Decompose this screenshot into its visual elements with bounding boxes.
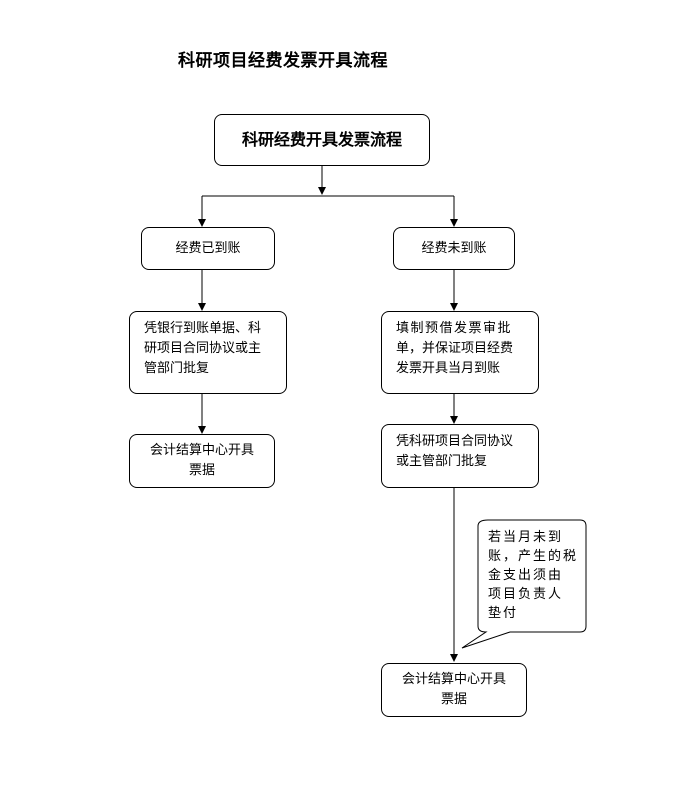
node-funds-not-arrived-label: 经费未到账 (421, 240, 487, 256)
node-funds-arrived: 经费已到账 (141, 227, 275, 270)
node-left-invoice-line: 票据 (188, 463, 215, 478)
node-right-approval-form-line: 单，并保证项目经费 (396, 341, 514, 356)
callout-note-line: 垫付 (488, 606, 519, 621)
node-left-invoice: 会计结算中心开具 票据 (129, 434, 275, 488)
node-right-documents-line: 或主管部门批复 (396, 454, 488, 469)
node-right-approval-form-line: 发票开具当月到账 (396, 361, 501, 376)
node-funds-arrived-label: 经费已到账 (175, 240, 241, 256)
node-right-invoice-line: 会计结算中心开具 (401, 672, 506, 687)
node-right-invoice-line: 票据 (440, 692, 467, 707)
node-left-documents-line: 研项目合同协议或主 (144, 341, 262, 356)
node-left-invoice-line: 会计结算中心开具 (149, 443, 254, 458)
node-left-documents-line: 管部门批复 (144, 361, 210, 376)
flow-start-label: 科研经费开具发票流程 (241, 130, 402, 149)
callout-note: 若当月未到 账，产生的税 金支出须由 项目负责人 垫付 (488, 528, 580, 623)
callout-note-line: 金支出须由 (488, 568, 564, 583)
callout-note-line: 账，产生的税 (488, 549, 579, 564)
node-funds-not-arrived: 经费未到账 (393, 227, 515, 270)
node-left-documents: 凭银行到账单据、科 研项目合同协议或主 管部门批复 (129, 311, 287, 394)
node-right-invoice: 会计结算中心开具 票据 (381, 663, 527, 717)
page-title: 科研项目经费发票开具流程 (178, 51, 388, 71)
callout-note-line: 若当月未到 (488, 530, 564, 545)
node-right-documents: 凭科研项目合同协议 或主管部门批复 (381, 424, 539, 488)
node-right-approval-form: 填制预借发票审批 单，并保证项目经费 发票开具当月到账 (381, 311, 539, 394)
flow-start-node: 科研经费开具发票流程 (214, 114, 430, 166)
callout-bubble (461, 519, 587, 649)
node-left-documents-line: 凭银行到账单据、科 (144, 321, 262, 336)
callout-note-line: 项目负责人 (488, 587, 564, 602)
node-right-approval-form-line: 填制预借发票审批 (396, 321, 513, 336)
node-right-documents-line: 凭科研项目合同协议 (396, 434, 514, 449)
